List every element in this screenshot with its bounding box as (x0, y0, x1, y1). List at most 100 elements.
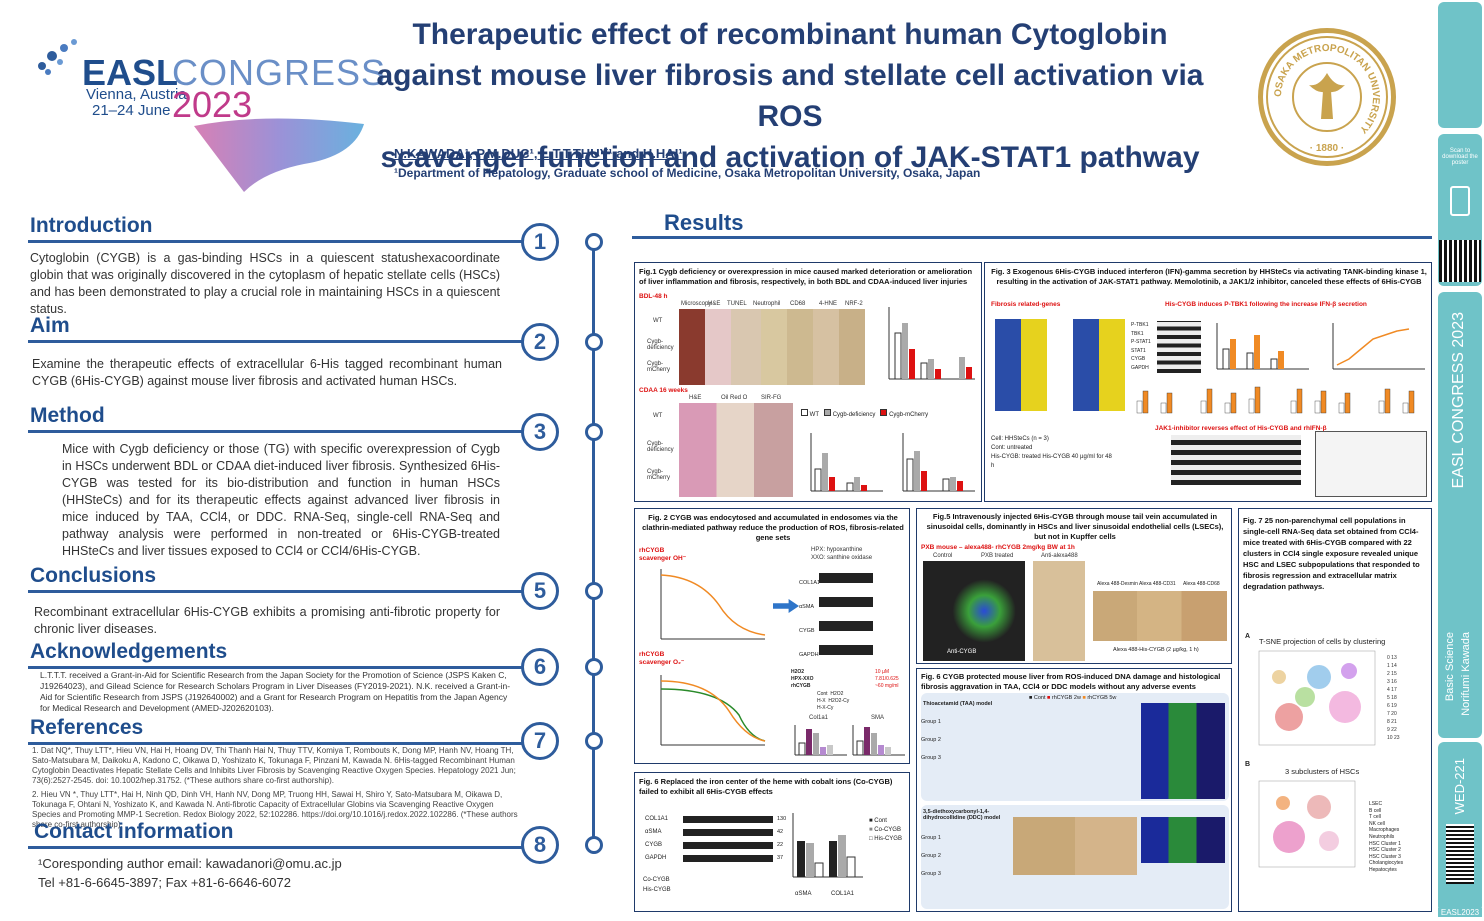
svg-text:3 16: 3 16 (1387, 679, 1397, 685)
fig6b-fluor-images (1141, 703, 1225, 799)
fig3-blot-ptbk1: P-TBK1 (1131, 322, 1149, 328)
fig6a-kda-3: 22 (777, 842, 784, 848)
fig5-anti-cygb: Anti-CYGB (947, 649, 977, 655)
fig5-bottom-label: Alexa 488-His-CYGB (2 µg/kg, 1 h) (1113, 647, 1199, 653)
right-sidebar: Scan to download the poster EASL CONGRES… (1436, 0, 1484, 921)
fig1-legend: WT Cygb-deficiency Cygb-mCherry (801, 409, 928, 418)
fig7-leg-neutro: Neutrophils (1369, 833, 1395, 840)
fig2-row-hpx: HPX-XXO (791, 676, 814, 682)
section-introduction: Introduction (30, 214, 500, 238)
timeline-line (592, 242, 595, 846)
contact-title: Contact information (34, 820, 234, 843)
fig1-cdaa-histology (679, 403, 793, 497)
fig1-row-deficiency: Cygb-deficiency (647, 339, 674, 351)
fig2-row-rhcygb: rhCYGB (791, 683, 811, 689)
figure-3: Fig. 3 Exogenous 6His-CYGB induced inter… (984, 262, 1432, 502)
sidebar-code-block: WED-221 (1438, 742, 1482, 912)
figure-7: Fig. 7 25 non-parenchymal cell populatio… (1238, 508, 1432, 912)
conclusions-text: Recombinant extracellular 6His-CYGB exhi… (34, 605, 500, 636)
step-6-ring (585, 658, 603, 676)
fig2-western-blot (819, 573, 873, 665)
fig1-caption: Fig.1 Cygb deficiency or overexpression … (639, 267, 973, 286)
fig7-leg-hsc2: HSC Cluster 2 (1369, 847, 1401, 854)
university-seal: OSAKA METROPOLITAN UNIVERSITY · 1880 · (1258, 28, 1396, 166)
fig1-legend-mch: Cygb-mCherry (889, 412, 929, 418)
fig1-row-mcherry: Cygb-mCherry (647, 361, 671, 373)
fig1-cdaa-he: H&E (689, 395, 702, 401)
contact-line (28, 846, 528, 849)
svg-text:9 22: 9 22 (1387, 727, 1397, 733)
fig2-row-h2o2: H2O2 (791, 669, 805, 675)
fig7-leg-macro: Macrophages (1369, 827, 1400, 834)
fig6b-taa-groups: Group 1 Group 2 Group 3 (921, 713, 941, 767)
fig1-col-nrf2: NRF-2 (845, 301, 863, 307)
fig7-legend-b: LSEC B cell T cell NK cell Macrophages N… (1369, 801, 1403, 874)
figure-2: Fig. 2 CYGB was endocytosed and accumula… (634, 508, 910, 764)
fig7-leg-bcell: B cell (1369, 807, 1382, 814)
fig6a-blot-col1a1: COL1A1 (645, 816, 669, 822)
fig6a-kda-2: 42 (777, 829, 784, 835)
step-3-ring (585, 423, 603, 441)
fig3-blot-labels: P-TBK1 TBK1 P-STAT1 STAT1 CYGB GAPDH (1131, 321, 1201, 372)
fig6a-x-col1a1: COL1A1 (831, 891, 855, 897)
fig6a-legend-cont: Cont (874, 818, 887, 824)
fig3-fibrosis-label: Fibrosis related-genes (991, 301, 1061, 308)
fig6b-ddc-title: 3,5-diethoxycarbonyl-1,4-dihydrocollidin… (923, 809, 1001, 821)
liver-graphic (194, 118, 364, 192)
sidebar-code: WED-221 (1452, 758, 1467, 815)
fig6a-blot-asma: αSMA (645, 829, 662, 835)
step-7-ring (585, 732, 603, 750)
step-2-ring (585, 333, 603, 351)
fig6a-western-blot (683, 813, 773, 865)
ack-text: L.T.T.T. received a Grant-in-Aid for Sci… (40, 670, 511, 713)
fig1-cdaa-row-wt: WT (653, 413, 663, 419)
fig1-histology-grid (679, 309, 865, 385)
fig3-note-2: Cont: untreated (991, 445, 1033, 451)
fig2-blot-gapdh: GAPDH (799, 652, 819, 658)
fig5-ihc (1033, 561, 1085, 661)
step-2-badge: 2 (521, 323, 559, 361)
fig6b-legend-2w: rhCYGB 2w (1051, 695, 1081, 701)
fig2-conc-1: 10 µM (875, 669, 889, 675)
sidebar-presenter: Norifumi Kawada (1460, 632, 1472, 716)
fig2-legend-h2o2cy: H2O2-Cy (828, 698, 850, 704)
fig2-legend: Cont H2O2 H-X H2O2-Cy H-X-Cy (817, 691, 849, 712)
phone-icon (1450, 186, 1470, 216)
fig2-blot-cygb: CYGB (799, 628, 815, 634)
title-line-3: scavenger function and activation of JAK… (380, 141, 1200, 174)
easl-brand: EASL (82, 52, 179, 93)
fig5-cd31: Alexa 488-CD31 (1139, 581, 1176, 587)
fig1-cdaa-row-def: Cygb-deficiency (647, 441, 674, 453)
fig2-chart-sma: SMA (871, 715, 885, 721)
reference-1: 1. Dat NQ*, Thuy LTT*, Hieu VN, Hai H, H… (32, 746, 516, 785)
fig7-tsne-b (1258, 780, 1356, 868)
fig3-note-1: Cell: HHSteCs (n = 3) (991, 436, 1049, 442)
fig2-blot-asma: αSMA (799, 604, 815, 610)
congress-place: Vienna, Austria (86, 86, 187, 103)
fig2-oh-label: rhCYGB scavenger OH⁻ (639, 547, 687, 562)
easl-dots-icon (38, 39, 77, 75)
fig6a-kda-4: 37 (777, 855, 784, 861)
fig3-heatmap-2 (1073, 319, 1125, 411)
qr-code-icon[interactable] (1439, 240, 1481, 282)
fig1-cdaa-oilred: Oil Red O (721, 395, 748, 401)
fig6b-legend: ■ Cont ■ rhCYGB 2w ■ rhCYGB 5w (1029, 695, 1117, 701)
aim-line (28, 340, 528, 343)
fig5-histology (1093, 591, 1227, 641)
step-5-ring (585, 582, 603, 600)
fig7-leg-hsc3: HSC Cluster 3 (1369, 853, 1401, 860)
references-line (28, 742, 528, 745)
sidebar-logo-block (1438, 2, 1482, 128)
fig2-legend-hx: H-X (817, 698, 826, 704)
fig2-o2-chart (660, 675, 766, 746)
fig6b-legend-cont: Cont (1033, 695, 1046, 701)
fig7-title-a: T-SNE projection of cells by clustering (1259, 637, 1386, 646)
step-1-ring (585, 233, 603, 251)
fig3-pathway-diagram (1315, 431, 1427, 497)
fig1-cdaa-charts (810, 433, 975, 492)
svg-text:4 17: 4 17 (1387, 687, 1397, 693)
fig6b-ddc-group-2: Group 2 (921, 853, 941, 859)
fig3-note-3: His-CYGB: treated His-CYGB 40 µg/ml for … (991, 454, 1112, 469)
figure-5: Fig.5 Intravenously injected 6His-CYGB t… (916, 508, 1232, 664)
fig3-blot-stat1: STAT1 (1131, 347, 1146, 354)
